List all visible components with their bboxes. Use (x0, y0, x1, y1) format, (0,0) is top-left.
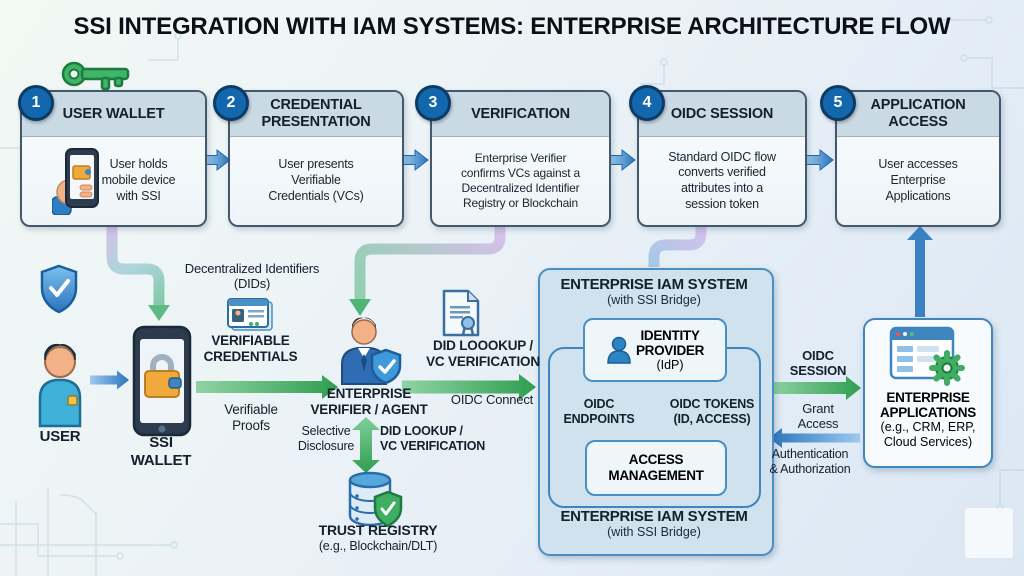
arrow-verifier-trust (352, 417, 380, 473)
iam-footer: ENTERPRISE IAM SYSTEM (with SSI Bridge) (538, 508, 770, 539)
step-title: APPLICATION ACCESS (837, 92, 999, 137)
step-box-user-wallet: USER WALLET User holds mobile device wit… (20, 90, 207, 227)
step-number-badge: 4 (629, 85, 665, 121)
trust-registry-label: TRUST REGISTRY (e.g., Blockchain/DLT) (300, 522, 456, 553)
idp-person-icon (607, 336, 631, 364)
step-number-badge: 3 (415, 85, 451, 121)
did-lookup-top-label: DID LOOOKUP / VC VERIFICATION (426, 338, 540, 369)
page-title: SSI INTEGRATION WITH IAM SYSTEMS: ENTERP… (73, 13, 951, 40)
step-body-text: User accesses Enterprise Applications (878, 157, 958, 203)
step-title: VERIFICATION (432, 92, 609, 137)
verifiable-credential-card-icon (227, 298, 273, 331)
arrow-iam-to-apps (771, 376, 861, 400)
verifiable-proofs-label: Verifiable Proofs (224, 402, 278, 433)
step-box-verification: VERIFICATION Enterprise Verifier confirm… (430, 90, 611, 227)
step-body-text: Enterprise Verifier confirms VCs against… (461, 150, 580, 211)
connector-verifier (349, 223, 506, 316)
shield-check-icon (40, 264, 78, 314)
iam-footer-title: ENTERPRISE IAM SYSTEM (560, 508, 748, 525)
did-lookup-bottom-label: DID LOOKUP / VC VERIFICATION (380, 424, 486, 453)
user-icon (38, 343, 82, 428)
step-box-application-access: APPLICATION ACCESS User accesses Enterpr… (835, 90, 1001, 227)
step-number-badge: 1 (18, 85, 54, 121)
step-box-credential-presentation: CREDENTIAL PRESENTATION User presents Ve… (228, 90, 404, 227)
iam-subtitle: (with SSI Bridge) (607, 293, 701, 307)
step-body-text: Standard OIDC flow converts verified att… (668, 149, 776, 211)
step-arrows (205, 148, 834, 172)
user-label: USER (39, 428, 81, 445)
oidc-tokens-label: OIDC TOKENS (ID, ACCESS) (669, 397, 755, 426)
green-shield-check-icon (373, 491, 403, 527)
trust-registry-title: TRUST REGISTRY (318, 522, 438, 538)
applications-window-gear-icon (889, 326, 965, 386)
idp-sublabel: (IdP) (656, 358, 684, 373)
arrow-apps-to-step5 (907, 226, 933, 317)
idp-text: IDENTITY PROVIDER (IdP) (636, 328, 704, 372)
phone-in-hand-icon (51, 148, 99, 215)
enterprise-verifier-icon (341, 317, 402, 385)
connector-iam (648, 223, 707, 267)
oidc-session-label: OIDC SESSION (789, 348, 847, 379)
enterprise-verifier-label: ENTERPRISE VERIFIER / AGENT (310, 386, 428, 417)
iam-footer-subtitle: (with SSI Bridge) (607, 525, 701, 539)
dids-label: Decentralized Identifiers (DIDs) (184, 261, 320, 292)
authentication-authorization-label: Authentication & Authorization (769, 447, 851, 476)
iam-header: ENTERPRISE IAM SYSTEM (with SSI Bridge) (538, 276, 770, 307)
watermark-square (965, 508, 1013, 558)
gear-icon (929, 350, 965, 386)
iam-title: ENTERPRISE IAM SYSTEM (560, 276, 748, 293)
arrow-user-to-wallet (90, 370, 129, 390)
arrow-vc-to-verifier (196, 375, 338, 399)
ssi-wallet-phone-icon (132, 325, 192, 437)
selective-disclosure-label: Selective Disclosure (297, 424, 355, 453)
trust-registry-subtitle: (e.g., Blockchain/DLT) (318, 538, 438, 553)
oidc-connect-label: OIDC Connect (450, 392, 534, 407)
enterprise-applications-box: ENTERPRISE APPLICATIONS (e.g., CRM, ERP,… (863, 318, 993, 468)
certificate-icon (442, 289, 480, 337)
step-box-oidc-session: OIDC SESSION Standard OIDC flow converts… (637, 90, 807, 227)
verifiable-credentials-label: VERIFIABLE CREDENTIALS (203, 333, 298, 364)
step-number-badge: 5 (820, 85, 856, 121)
step-body-text: User holds mobile device with SSI (101, 157, 176, 203)
idp-label: IDENTITY PROVIDER (635, 327, 705, 358)
apps-sublabel: (e.g., CRM, ERP, Cloud Services) (880, 420, 976, 449)
circuit-decoration (0, 16, 1024, 576)
arrow-apps-to-iam (769, 428, 860, 448)
step-body-text: User presents Verifiable Credentials (VC… (268, 157, 364, 203)
arrow-verifier-to-iam (402, 374, 536, 400)
step-number-badge: 2 (213, 85, 249, 121)
oidc-endpoints-label: OIDC ENDPOINTS (563, 397, 635, 426)
enterprise-iam-system-box (538, 268, 774, 556)
apps-label: ENTERPRISE APPLICATIONS (880, 390, 976, 421)
step-title: CREDENTIAL PRESENTATION (230, 92, 402, 137)
grant-access-label: Grant Access (797, 401, 839, 432)
step-title: OIDC SESSION (639, 92, 805, 137)
access-management-box: ACCESS MANAGEMENT (585, 440, 727, 496)
ssi-wallet-label: SSI WALLET (130, 434, 192, 469)
identity-provider-box: IDENTITY PROVIDER (IdP) (583, 318, 727, 382)
connector-wallet (106, 223, 170, 321)
key-icon (61, 61, 130, 91)
